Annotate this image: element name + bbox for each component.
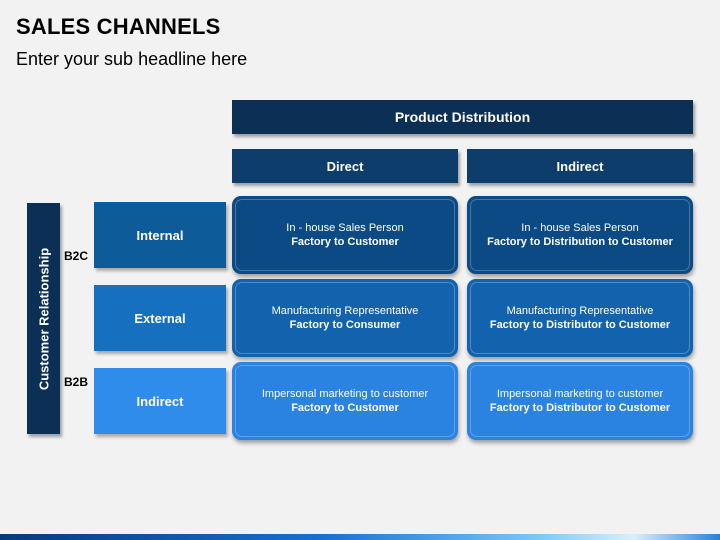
column-header-direct: Direct — [232, 149, 458, 183]
cell-external-indirect: Manufacturing Representative Factory to … — [467, 279, 693, 357]
cell-border — [235, 282, 455, 354]
page-title: SALES CHANNELS — [16, 14, 221, 39]
cell-border — [235, 199, 455, 271]
row-header-internal: Internal — [94, 202, 226, 268]
cell-flow: Factory to Consumer — [289, 319, 401, 331]
cell-flow: Factory to Customer — [291, 402, 399, 414]
cell-indirect-indirect: Impersonal marketing to customer Factory… — [467, 362, 693, 440]
segment-label-b2c: B2C — [64, 249, 89, 263]
cell-flow: Factory to Customer — [291, 236, 399, 248]
cell-border — [235, 365, 455, 437]
cell-description: Impersonal marketing to customer — [496, 388, 664, 400]
header-product-distribution: Product Distribution — [232, 100, 693, 134]
segment-label-b2b: B2B — [64, 375, 89, 389]
cell-flow: Factory to Distributor to Customer — [489, 319, 671, 331]
cell-description: Manufacturing Representative — [506, 305, 654, 317]
cell-external-direct: Manufacturing Representative Factory to … — [232, 279, 458, 357]
column-header-indirect: Indirect — [467, 149, 693, 183]
cell-description: Impersonal marketing to customer — [261, 388, 429, 400]
cell-internal-indirect: In - house Sales Person Factory to Distr… — [467, 196, 693, 274]
row-header-external: External — [94, 285, 226, 351]
footer-gradient-bar — [0, 534, 720, 540]
side-label: Customer Relationship — [36, 247, 51, 390]
row-header-indirect: Indirect — [94, 368, 226, 434]
cell-flow: Factory to Distribution to Customer — [487, 236, 673, 248]
cell-flow: Factory to Distributor to Customer — [489, 402, 671, 414]
cell-border — [470, 199, 690, 271]
cell-description: In - house Sales Person — [521, 222, 639, 234]
cell-internal-direct: In - house Sales Person Factory to Custo… — [232, 196, 458, 274]
cell-indirect-direct: Impersonal marketing to customer Factory… — [232, 362, 458, 440]
cell-border — [470, 282, 690, 354]
cell-border — [470, 365, 690, 437]
side-bar-customer-relationship: Customer Relationship — [27, 203, 60, 434]
cell-description: Manufacturing Representative — [271, 305, 419, 317]
cell-description: In - house Sales Person — [286, 222, 404, 234]
page-subtitle: Enter your sub headline here — [16, 49, 248, 69]
